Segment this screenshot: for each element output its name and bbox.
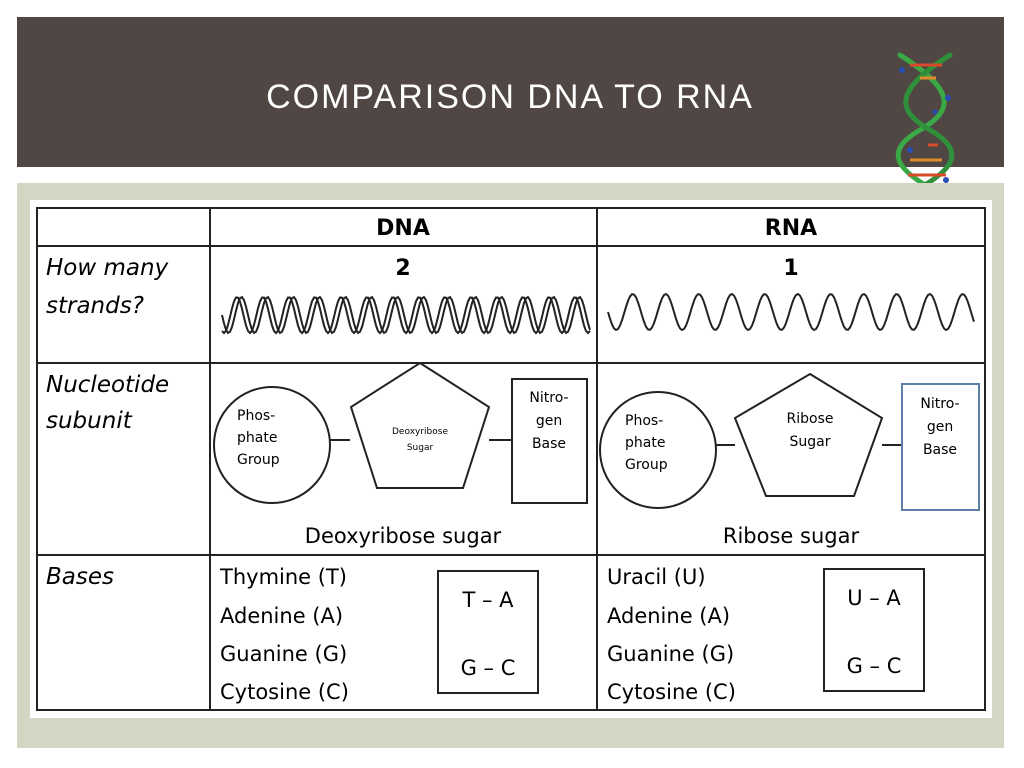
dna-base-box [511, 378, 588, 504]
dna-base-item: Adenine (A) [220, 604, 343, 628]
dna-strand-wave-b [221, 296, 591, 335]
row-label-strands-line1: How many [46, 255, 169, 281]
rna-sugar-caption: Ribose sugar [723, 524, 860, 548]
slide-title: COMPARISON DNA TO RNA [266, 78, 754, 116]
rna-phosphate-line3: Group [625, 457, 668, 473]
rna-base-box [901, 383, 980, 511]
dna-pair: T – A [461, 588, 514, 612]
dna-sugar-line2: Sugar [407, 443, 434, 453]
dna-phosphate-line2: phate [237, 430, 277, 446]
rna-base-item: Uracil (U) [607, 565, 706, 589]
rna-base-item: Adenine (A) [607, 604, 730, 628]
dna-base-line1: Nitro- [529, 390, 568, 406]
dna-sugar-line1: Deoxyribose [392, 427, 448, 437]
rna-base-line1: Nitro- [920, 396, 959, 412]
dna-phosphate-line3: Group [237, 452, 280, 468]
rna-base-line3: Base [923, 442, 957, 458]
dna-base-line2: gen [536, 413, 562, 429]
dna-strand-wave-a [221, 295, 591, 335]
dna-base-item: Cytosine (C) [220, 680, 349, 704]
rna-phosphate-line2: phate [625, 435, 665, 451]
dna-base-item: Thymine (T) [219, 565, 347, 589]
dna-sugar-caption: Deoxyribose sugar [305, 524, 502, 548]
dna-pairs-box [437, 570, 539, 694]
rna-pair: U – A [847, 586, 901, 610]
row-label-strands-line2: strands? [46, 293, 144, 319]
rna-phosphate-circle [599, 391, 717, 509]
rna-sugar-pentagon [733, 372, 884, 497]
dna-bases-cell: Thymine (T) Adenine (A) Guanine (G) Cyto… [219, 565, 539, 704]
dna-base-item: Guanine (G) [220, 642, 347, 666]
rna-strand-count: 1 [783, 256, 798, 281]
dna-helix-icon [895, 52, 955, 200]
rna-pair: G – C [847, 654, 902, 678]
table-grid [36, 207, 986, 711]
rna-pairs-box [823, 568, 925, 692]
comparison-table-figure: DNA RNA How many strands? Nucleotide sub… [30, 200, 992, 718]
dna-strand-count: 2 [395, 256, 410, 281]
dna-nucleotide-diagram: Phos- phate Group Deoxyribose Sugar Nitr… [213, 361, 588, 548]
rna-bases-cell: Uracil (U) Adenine (A) Guanine (G) Cytos… [607, 565, 925, 704]
dna-phosphate-line1: Phos- [237, 408, 275, 424]
header-dna: DNA [376, 216, 430, 241]
dna-sugar-pentagon [349, 361, 491, 489]
comparison-table: DNA RNA How many strands? Nucleotide sub… [36, 207, 986, 711]
rna-base-item: Cytosine (C) [607, 680, 736, 704]
title-bar [17, 17, 1004, 167]
header-rna: RNA [765, 216, 817, 241]
rna-base-item: Guanine (G) [607, 642, 734, 666]
dna-phosphate-circle [213, 386, 331, 504]
row-label-bases: Bases [46, 564, 114, 590]
dna-base-line3: Base [532, 436, 566, 452]
row-label-nucleotide-line2: subunit [46, 408, 133, 434]
rna-strand-wave [607, 292, 975, 332]
rna-nucleotide-diagram: Phos- phate Group Ribose Sugar Nitro- ge… [599, 372, 980, 548]
rna-sugar-line2: Sugar [790, 434, 831, 450]
rna-phosphate-line1: Phos- [625, 413, 663, 429]
rna-base-line2: gen [927, 419, 953, 435]
rna-sugar-line1: Ribose [787, 411, 834, 427]
row-label-nucleotide-line1: Nucleotide [46, 372, 169, 398]
dna-pair: G – C [461, 656, 516, 680]
